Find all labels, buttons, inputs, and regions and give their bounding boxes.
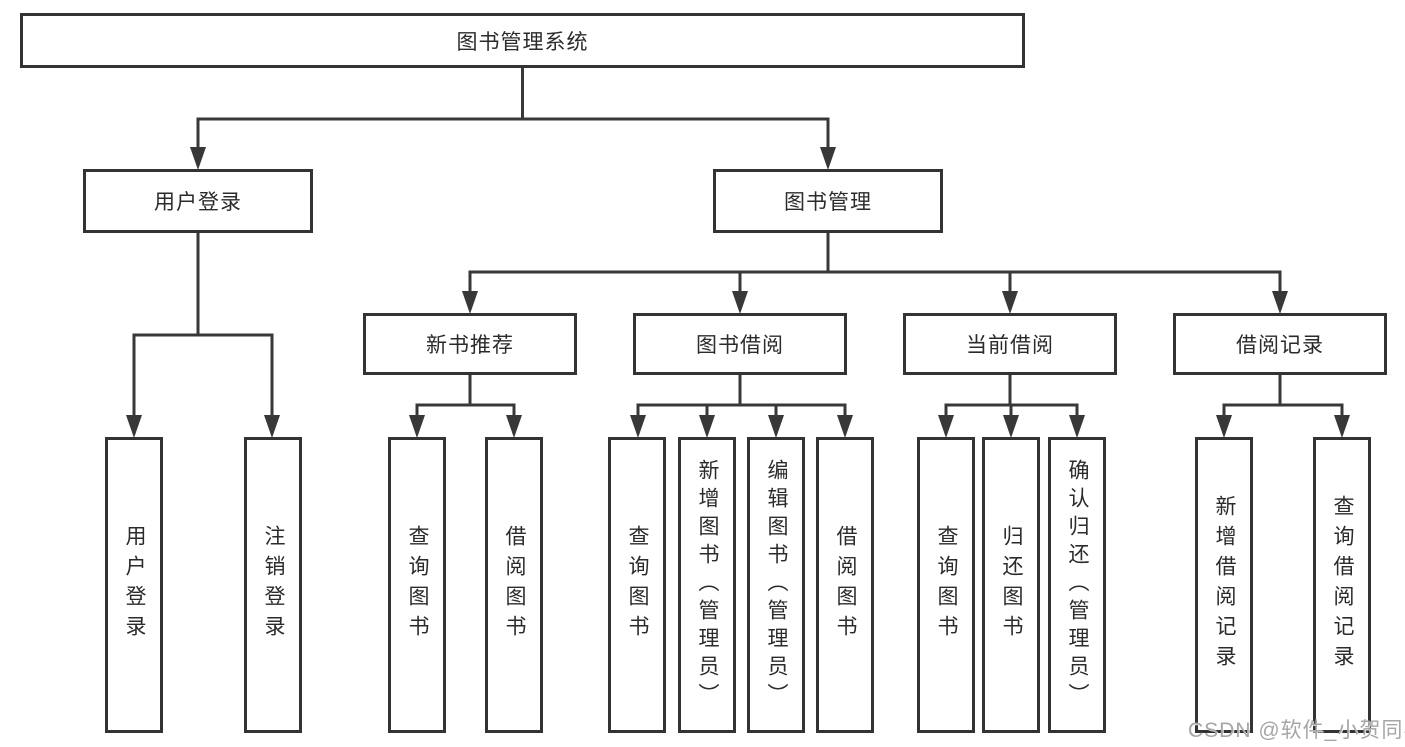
leaf-query-books-3-label: 查询图书 [935, 525, 958, 645]
node-book-management: 图书管理 [713, 169, 943, 233]
node-current-borrow: 当前借阅 [903, 313, 1117, 375]
leaf-confirm-return-admin-label: 确认归还（管理员） [1066, 459, 1089, 711]
leaf-user-login: 用户登录 [105, 437, 163, 733]
csdn-watermark: CSDN @软件_小贺同学 [1188, 719, 1405, 742]
leaf-logout-label: 注销登录 [262, 525, 285, 645]
leaf-return-books: 归还图书 [982, 437, 1040, 733]
leaf-query-books-2-label: 查询图书 [626, 525, 649, 645]
node-borrow-records-label: 借阅记录 [1236, 334, 1324, 357]
leaf-borrow-books-2: 借阅图书 [816, 437, 874, 733]
leaf-borrow-books-1: 借阅图书 [485, 437, 543, 733]
node-book-borrow-label: 图书借阅 [696, 334, 784, 357]
node-book-borrow: 图书借阅 [633, 313, 847, 375]
node-current-borrow-label: 当前借阅 [966, 334, 1054, 357]
leaf-add-books-admin: 新增图书（管理员） [678, 437, 736, 733]
node-book-management-label: 图书管理 [784, 191, 872, 214]
leaf-add-books-admin-label: 新增图书（管理员） [696, 459, 719, 711]
node-user-login-label: 用户登录 [154, 191, 242, 214]
leaf-borrow-books-1-label: 借阅图书 [503, 525, 526, 645]
leaf-query-books-1-label: 查询图书 [406, 525, 429, 645]
leaf-add-borrow-record: 新增借阅记录 [1195, 437, 1253, 733]
node-new-book-recommend-label: 新书推荐 [426, 334, 514, 357]
leaf-return-books-label: 归还图书 [1000, 525, 1023, 645]
leaf-query-books-1: 查询图书 [388, 437, 446, 733]
leaf-edit-books-admin-label: 编辑图书（管理员） [765, 459, 788, 711]
node-root: 图书管理系统 [20, 13, 1025, 68]
leaf-user-login-label: 用户登录 [123, 525, 146, 645]
leaf-edit-books-admin: 编辑图书（管理员） [747, 437, 805, 733]
leaf-query-books-2: 查询图书 [608, 437, 666, 733]
node-new-book-recommend: 新书推荐 [363, 313, 577, 375]
leaf-query-books-3: 查询图书 [917, 437, 975, 733]
node-borrow-records: 借阅记录 [1173, 313, 1387, 375]
node-root-label: 图书管理系统 [456, 30, 589, 54]
leaf-logout: 注销登录 [244, 437, 302, 733]
leaf-confirm-return-admin: 确认归还（管理员） [1048, 437, 1106, 733]
node-user-login: 用户登录 [83, 169, 313, 233]
leaf-query-borrow-record-label: 查询借阅记录 [1331, 495, 1354, 675]
leaf-borrow-books-2-label: 借阅图书 [834, 525, 857, 645]
leaf-query-borrow-record: 查询借阅记录 [1313, 437, 1371, 733]
leaf-add-borrow-record-label: 新增借阅记录 [1213, 495, 1236, 675]
